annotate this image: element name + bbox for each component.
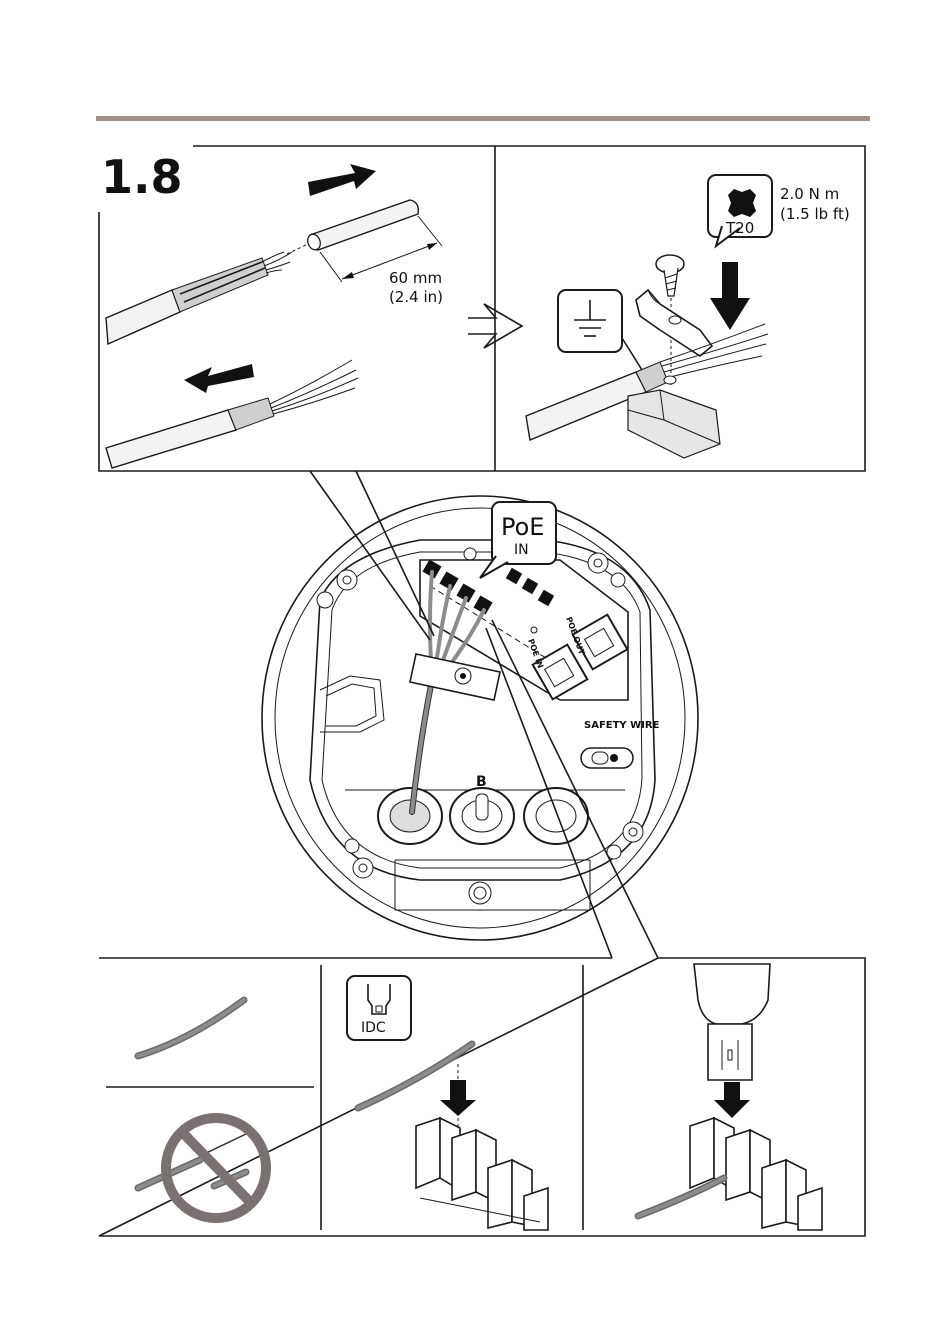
arrow-down-press-icon <box>714 1082 750 1118</box>
idc-label: IDC <box>361 1020 386 1036</box>
idc-press-tool <box>694 964 770 1080</box>
torque-lbft: (1.5 lb ft) <box>780 205 850 223</box>
poe-sub-label: IN <box>514 542 529 558</box>
safety-wire-anchor <box>581 748 633 768</box>
camera-housing: POE OUT POE IN SAFETY WIRE B <box>262 496 698 940</box>
arrow-left-icon <box>184 364 254 393</box>
panel-strip-cable: 60 mm (2.4 in) <box>106 164 443 468</box>
idc-terminal-block-left <box>416 1118 548 1230</box>
arrow-down-icon <box>710 262 750 330</box>
torque-nm: 2.0 N m <box>780 185 839 203</box>
step-number: 1.8 <box>101 150 183 204</box>
cable-upper <box>106 244 308 344</box>
shrink-sleeve <box>306 200 419 252</box>
strip-length-in: (2.4 in) <box>389 288 443 306</box>
wire-correct <box>138 1000 244 1056</box>
arrow-down-idc-icon <box>440 1080 476 1116</box>
tool-label: T20 <box>725 219 754 237</box>
idc-terminal-block-right <box>638 1118 822 1230</box>
poe-label: PoE <box>501 513 544 541</box>
gland-b-label: B <box>476 774 487 790</box>
safety-wire-label: SAFETY WIRE <box>584 720 660 731</box>
arrow-right-icon <box>308 164 376 196</box>
panel-ground-clamp: T20 2.0 N m (1.5 lb ft) <box>526 175 850 458</box>
header-rule <box>96 116 870 121</box>
cable-glands <box>378 788 588 844</box>
ground-symbol-icon <box>558 290 642 370</box>
strip-length-mm: 60 mm <box>389 269 442 287</box>
